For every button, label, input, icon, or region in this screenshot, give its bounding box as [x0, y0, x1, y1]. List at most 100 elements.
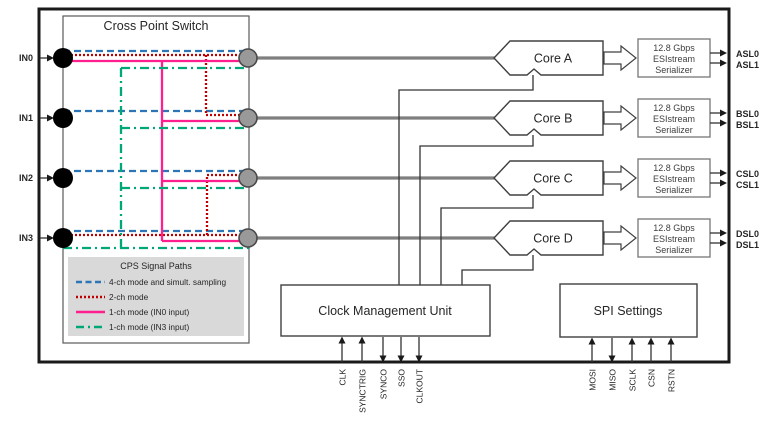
core-to-serializer-arrows	[603, 44, 637, 252]
path-2ch-in3-branch	[205, 173, 247, 235]
serializer-a-box	[637, 38, 711, 78]
serializer-c-line1: 12.8 Gbps	[653, 163, 695, 173]
pin-arrow-rstn	[667, 337, 675, 345]
serializer-c-line3: Serializer	[655, 185, 693, 195]
path-1ch-in3-mode	[63, 66, 252, 250]
pin-arrow-miso	[608, 355, 616, 363]
input-node-in3	[53, 228, 73, 248]
core-b-label: Core B	[534, 112, 573, 126]
block-arrow-c	[603, 164, 637, 192]
analog-lines	[248, 56, 496, 240]
core-b-shape	[493, 100, 604, 136]
serializer-d-line2: ESIstream	[653, 234, 695, 244]
core-d-shape	[493, 220, 604, 256]
spi-pins: MOSI MISO SCLK CSN RSTN	[588, 337, 677, 392]
input-label-in2: IN2	[19, 173, 33, 183]
serializer-c-box	[637, 158, 711, 198]
serializer-d-box	[637, 218, 711, 258]
input-label-in1: IN1	[19, 113, 33, 123]
serializer-a-line3: Serializer	[655, 65, 693, 75]
out-label-csl0: CSL0	[736, 169, 759, 179]
pin-arrow-sclk	[628, 337, 636, 345]
serializers: 12.8 Gbps ESIstream Serializer 12.8 Gbps…	[637, 38, 711, 258]
serial-outputs: ASL0 ASL1 BSL0 BSL1 CSL0 CSL1 DSL0 DSL1	[710, 49, 759, 250]
input-pins: IN0 IN1 IN2 IN3	[19, 53, 54, 243]
core-a-label: Core A	[534, 52, 573, 66]
input-node-in1	[53, 108, 73, 128]
pin-label-mosi: MOSI	[588, 369, 598, 391]
out-arrow-csl1	[720, 179, 727, 187]
input-arrowhead-in3	[47, 234, 54, 242]
out-arrow-dsl0	[720, 229, 727, 237]
spi-settings-title: SPI Settings	[594, 304, 663, 318]
core-c-shape	[493, 160, 604, 196]
pin-label-rstn: RSTN	[667, 369, 677, 392]
pin-arrow-sso	[397, 355, 405, 363]
pin-arrow-clkout	[415, 355, 423, 363]
core-c-label: Core C	[533, 172, 573, 186]
pin-label-clk: CLK	[338, 369, 348, 386]
clock-route-core-d	[461, 255, 534, 285]
clock-route-core-a	[398, 75, 534, 285]
pin-label-sso: SSO	[397, 369, 407, 387]
path-2ch-mode	[63, 53, 247, 237]
legend-label-2ch: 2-ch mode	[109, 292, 149, 302]
serializer-b-line1: 12.8 Gbps	[653, 103, 695, 113]
serializer-c-line2: ESIstream	[653, 174, 695, 184]
out-label-bsl0: BSL0	[736, 109, 759, 119]
input-arrowhead-in0	[47, 54, 54, 62]
serializer-d-line3: Serializer	[655, 245, 693, 255]
block-arrow-a	[603, 44, 637, 72]
pin-label-csn: CSN	[647, 369, 657, 387]
clock-management-unit-title: Clock Management Unit	[318, 304, 452, 318]
clock-management-unit-box	[280, 284, 491, 337]
out-label-dsl0: DSL0	[736, 229, 759, 239]
legend-label-1ch-in3: 1-ch mode (IN3 input)	[109, 322, 189, 332]
out-label-asl0: ASL0	[736, 49, 759, 59]
path-2ch-in0-branch	[204, 55, 247, 117]
pin-label-synco: SYNCO	[379, 369, 389, 400]
input-arrowhead-in2	[47, 174, 54, 182]
cps-legend: CPS Signal Paths 4-ch mode and simult. s…	[68, 257, 244, 336]
out-arrow-bsl0	[720, 109, 727, 117]
pin-label-miso: MISO	[608, 369, 618, 391]
out-arrow-bsl1	[720, 119, 727, 127]
clock-route-core-b	[419, 135, 534, 285]
path-1ch-in0-mode	[63, 59, 247, 243]
adc-cores: Core A Core B Core C Core D	[493, 40, 604, 256]
pin-arrow-synco	[379, 355, 387, 363]
pin-arrow-mosi	[588, 337, 596, 345]
output-node-c	[238, 168, 258, 188]
out-arrow-asl1	[720, 59, 727, 67]
out-label-bsl1: BSL1	[736, 120, 759, 130]
output-node-b	[238, 108, 258, 128]
out-label-csl1: CSL1	[736, 180, 759, 190]
core-a-shape	[493, 40, 604, 76]
serializer-a-line1: 12.8 Gbps	[653, 43, 695, 53]
output-node-d	[238, 228, 258, 248]
serializer-d-line1: 12.8 Gbps	[653, 223, 695, 233]
cmu-pins: CLK SYNCTRIG SYNCO SSO CLKOUT	[338, 336, 425, 413]
cross-point-switch-title: Cross Point Switch	[104, 19, 209, 33]
block-arrow-d	[603, 224, 637, 252]
input-node-in2	[53, 168, 73, 188]
pin-arrow-synctrig	[358, 336, 366, 344]
pin-label-synctrig: SYNCTRIG	[358, 369, 368, 413]
spi-settings-box	[559, 283, 698, 338]
input-label-in0: IN0	[19, 53, 33, 63]
pin-arrow-clk	[338, 336, 346, 344]
out-label-asl1: ASL1	[736, 60, 759, 70]
legend-title: CPS Signal Paths	[120, 261, 192, 271]
input-label-in3: IN3	[19, 233, 33, 243]
serializer-a-line2: ESIstream	[653, 54, 695, 64]
clock-route-core-c	[440, 195, 534, 285]
output-node-a	[238, 48, 258, 68]
pin-label-sclk: SCLK	[628, 369, 638, 392]
pin-label-clkout: CLKOUT	[415, 369, 425, 403]
out-arrow-csl0	[720, 169, 727, 177]
out-label-dsl1: DSL1	[736, 240, 759, 250]
serializer-b-line2: ESIstream	[653, 114, 695, 124]
legend-label-1ch-in0: 1-ch mode (IN0 input)	[109, 307, 189, 317]
